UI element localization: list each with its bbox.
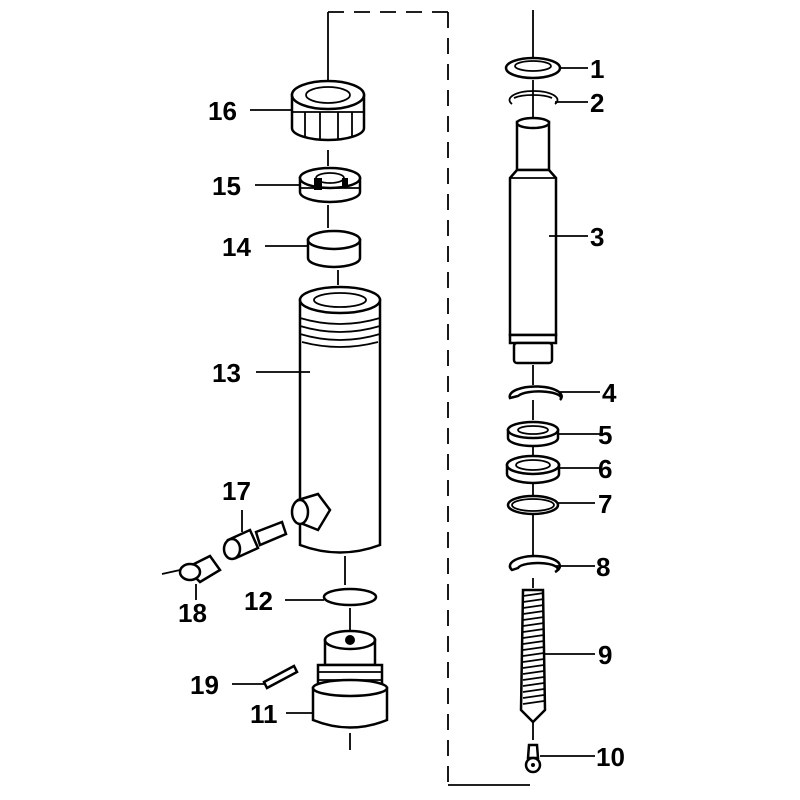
- callout-12: 12: [244, 586, 273, 616]
- thread-line: [522, 622, 545, 627]
- part-6-nut: [505, 454, 561, 485]
- part-18-nipple: [178, 554, 222, 584]
- part-4-retaining-ring: [508, 385, 563, 401]
- thread-line: [522, 676, 545, 681]
- thread-line: [522, 616, 545, 621]
- part-8-snap-ring: [508, 554, 562, 574]
- callout-1: 1: [590, 54, 604, 84]
- callout-labels: 1 2 3 4 5 6 7 8 9 10 11 12 13 14 15 16 1…: [178, 54, 625, 772]
- thread-line: [522, 604, 545, 609]
- thread-line: [522, 670, 545, 675]
- thread-line: [522, 682, 545, 687]
- part-17-fitting: [222, 520, 288, 561]
- callout-3: 3: [590, 222, 604, 252]
- callout-11: 11: [250, 699, 278, 729]
- callout-9: 9: [598, 640, 612, 670]
- callout-14: 14: [222, 232, 251, 262]
- left-axis-line: [327, 150, 351, 750]
- callout-5: 5: [598, 420, 612, 450]
- callout-16: 16: [208, 96, 237, 126]
- part-11-base: [311, 629, 389, 729]
- callout-18: 18: [178, 598, 207, 628]
- callout-6: 6: [598, 454, 612, 484]
- thread-line: [522, 694, 545, 699]
- thread-line: [522, 634, 545, 639]
- part-9-threaded-rod: [519, 588, 547, 724]
- callout-8: 8: [596, 552, 610, 582]
- part-14-plug: [306, 229, 362, 269]
- part-16-cap: [290, 79, 366, 142]
- thread-line: [522, 598, 545, 603]
- part-19-pin: [262, 664, 299, 690]
- thread-line: [522, 688, 545, 693]
- part-15-slotted-nut: [298, 166, 362, 204]
- part-12-disc: [322, 587, 378, 607]
- callout-7: 7: [598, 489, 612, 519]
- part-5-bushing: [506, 420, 560, 448]
- part-3-shaft: [508, 116, 558, 365]
- thread-line: [522, 628, 545, 633]
- callout-13: 13: [212, 358, 241, 388]
- thread-line: [522, 646, 545, 651]
- thread-line: [522, 640, 545, 645]
- part-7-o-ring: [506, 494, 560, 516]
- callout-17: 17: [222, 476, 251, 506]
- thread-line: [522, 610, 545, 615]
- callout-10: 10: [596, 742, 625, 772]
- part-13-cylinder: [290, 285, 382, 554]
- part-10-screw: [524, 743, 542, 774]
- callout-15: 15: [212, 171, 241, 201]
- thread-line: [522, 592, 545, 597]
- callout-4: 4: [602, 378, 617, 408]
- callout-19: 19: [190, 670, 219, 700]
- thread-line: [522, 664, 545, 669]
- part-2-snap-ring: [508, 90, 559, 105]
- thread-line: [522, 658, 545, 663]
- leader-lines: [161, 67, 600, 757]
- callout-2: 2: [590, 88, 604, 118]
- assembly-connection-line: [327, 11, 530, 786]
- thread-line: [522, 700, 545, 705]
- part-1-washer: [504, 56, 562, 80]
- thread-line: [522, 652, 545, 657]
